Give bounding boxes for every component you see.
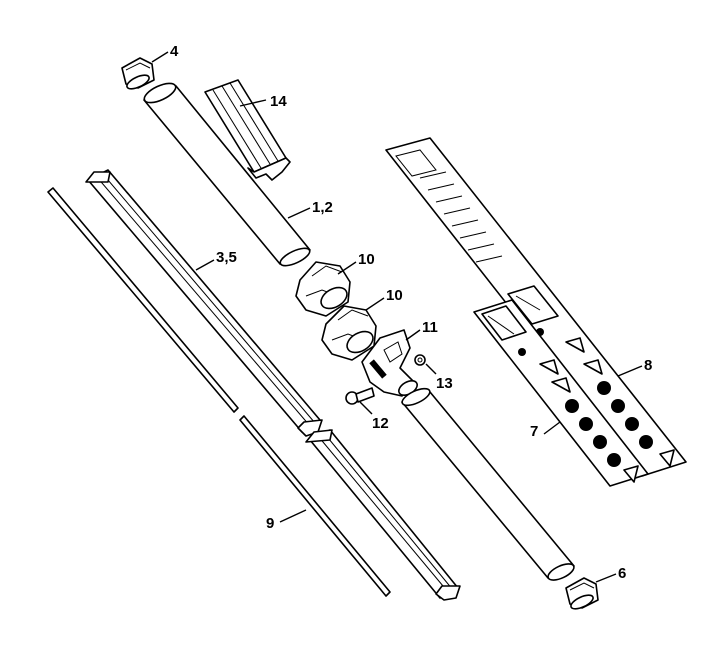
end-cap-lower (565, 577, 599, 610)
nut (414, 354, 426, 366)
label-part-8: 8 (644, 357, 652, 374)
label-part-10-upper: 10 (358, 251, 375, 268)
warning-label-short (473, 299, 649, 487)
label-part-3-5: 3,5 (216, 249, 237, 266)
label-part-1-2: 1,2 (312, 199, 333, 216)
label-part-6: 6 (618, 565, 626, 582)
label-part-14: 14 (270, 93, 287, 110)
drive-rod-upper (47, 187, 239, 413)
channel-tube-upper (85, 169, 323, 437)
shaft-tube-upper (143, 82, 311, 267)
label-part-4: 4 (170, 43, 179, 60)
ribbed-sleeve (204, 79, 291, 181)
label-part-11: 11 (422, 319, 438, 336)
label-part-7: 7 (530, 423, 538, 440)
clamp-ring-lower (321, 305, 377, 361)
clamp-ring-upper (295, 261, 351, 317)
label-part-9: 9 (266, 515, 274, 532)
screw (345, 387, 375, 405)
end-cap-upper (121, 57, 155, 90)
leader-lines (151, 51, 643, 583)
label-part-12: 12 (372, 415, 389, 432)
shaft-tube-lower (401, 387, 575, 581)
label-part-10-lower: 10 (386, 287, 403, 304)
drive-rod-lower (239, 415, 391, 597)
handle-bracket (361, 329, 418, 397)
label-part-13: 13 (436, 375, 453, 392)
channel-tube-lower (305, 429, 461, 601)
